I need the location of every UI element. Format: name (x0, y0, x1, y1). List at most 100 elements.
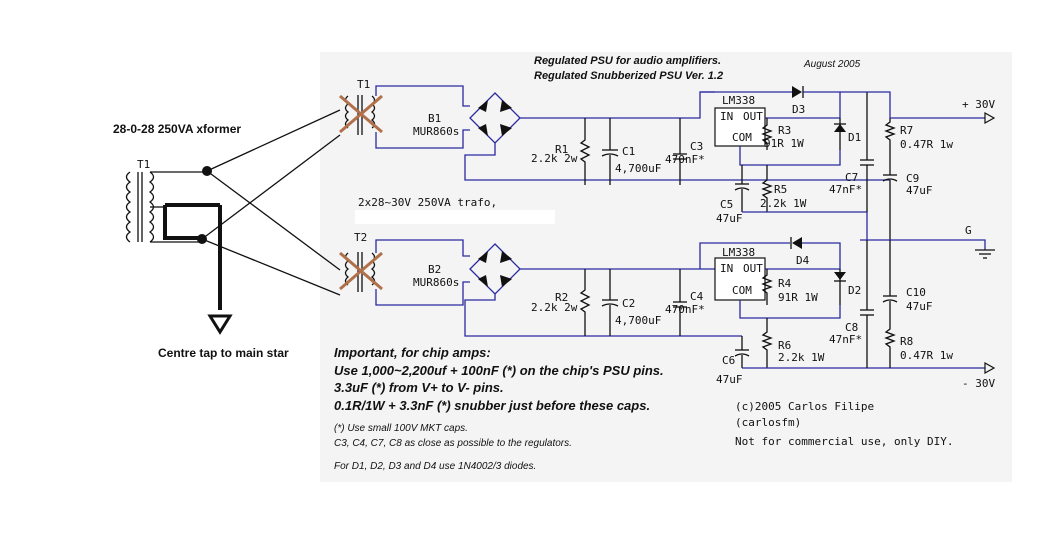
c4-value: 470nF* (665, 303, 705, 316)
d3-label: D3 (792, 103, 805, 116)
t2-label: T2 (354, 231, 367, 244)
lm338-top-in: IN (720, 110, 733, 123)
r7-value: 0.47R 1w (900, 138, 953, 151)
t1-sec-top-wire (375, 85, 470, 107)
license-note: Not for commercial use, only DIY. (735, 435, 954, 448)
left-transformer-symbol (125, 171, 205, 243)
top-out-wire (765, 91, 841, 119)
xformer-label: 28-0-28 250VA xformer (113, 122, 241, 136)
t1-left-label: T1 (137, 158, 150, 171)
r4-label: R4 (778, 277, 792, 290)
erased-text-strip (355, 210, 555, 224)
r6-value: 2.2k 1W (778, 351, 825, 364)
centre-tap-label: Centre tap to main star (158, 346, 289, 360)
lm338-top-out: OUT (743, 110, 763, 123)
r3-label: R3 (778, 124, 791, 137)
c1-label: C1 (622, 145, 635, 158)
c6-capacitor (734, 336, 750, 368)
c10-label: C10 (906, 286, 926, 299)
t2-sec-bot-wire (375, 281, 470, 306)
b2-label: B2 (428, 263, 441, 276)
r8-label: R8 (900, 335, 913, 348)
c10-capacitor (882, 240, 898, 325)
bottom-rail-return (464, 294, 742, 337)
author-handle: (carlosfm) (735, 416, 801, 429)
ground-wire (860, 239, 986, 250)
c2-capacitor (601, 269, 619, 336)
d4-diode (792, 237, 802, 249)
c5-value: 47uF (716, 212, 743, 225)
c6-label: C6 (722, 354, 735, 367)
lm338-bottom-out: OUT (743, 262, 763, 275)
bottom-adj-wire (739, 300, 841, 319)
c9-capacitor (882, 150, 898, 240)
plus-output-label: + 30V (962, 98, 995, 111)
diodes-note: For D1, D2, D3 and D4 use 1N4002/3 diode… (334, 461, 536, 472)
c1-value: 4,700uF (615, 162, 661, 175)
top-r7-wire (840, 91, 891, 118)
bottom-out-wire (765, 242, 841, 270)
r1-value: 2.2k 2w (531, 152, 578, 165)
top-adj-wire (739, 146, 841, 166)
r5-label: R5 (774, 183, 787, 196)
c1-capacitor (601, 118, 619, 185)
t2-transformer-symbol (339, 251, 383, 292)
d2-label: D2 (848, 284, 861, 297)
c8-label: C8 (845, 321, 858, 334)
important-title: Important, for chip amps: (334, 345, 491, 360)
d4-wire (699, 242, 790, 269)
r3-value: 91R 1W (764, 137, 804, 150)
r3-resistor (761, 118, 773, 150)
b1-part: MUR860s (413, 125, 459, 138)
c9-value: 47uF (906, 184, 933, 197)
c2-value: 4,700uF (615, 314, 661, 327)
ground-label: G (965, 224, 972, 237)
d4-label: D4 (796, 254, 810, 267)
r2-label: R2 (555, 291, 568, 304)
c5-capacitor (734, 165, 750, 212)
date: August 2005 (803, 59, 861, 70)
copyright: (c)2005 Carlos Filipe (735, 400, 874, 413)
minus-output-terminal[interactable] (984, 361, 996, 375)
lm338-bottom-regulator (714, 257, 766, 301)
r2-value: 2.2k 2w (531, 301, 578, 314)
c4-label: C4 (690, 290, 704, 303)
c8-capacitor (860, 240, 874, 368)
left-wiring (163, 109, 341, 335)
t1-label: T1 (357, 78, 370, 91)
c10-value: 47uF (906, 300, 933, 313)
plus-output-terminal[interactable] (984, 111, 996, 125)
b2-part: MUR860s (413, 276, 459, 289)
c9-label: C9 (906, 172, 919, 185)
r5-value: 2.2k 1W (760, 197, 807, 210)
r1-resistor (579, 118, 591, 185)
subtitle: Regulated Snubberized PSU Ver. 1.2 (534, 70, 723, 82)
c7-capacitor (860, 92, 874, 212)
c8-value: 47nF* (829, 333, 862, 346)
c7-value: 47nF* (829, 183, 862, 196)
trafo-note: 2x28~30V 250VA trafo, (358, 196, 497, 209)
r1-label: R1 (555, 143, 568, 156)
r4-value: 91R 1W (778, 291, 818, 304)
c6-value: 47uF (716, 373, 743, 386)
note-line-2: 3.3uF (*) from V+ to V- pins. (334, 380, 504, 395)
r4-resistor (761, 269, 773, 305)
c2-label: C2 (622, 297, 635, 310)
c5-label: C5 (720, 198, 733, 211)
c3-value: 470nF* (665, 153, 705, 166)
schematic-panel (320, 52, 1012, 482)
minus-output-label: - 30V (962, 377, 995, 390)
lm338-top-com: COM (732, 131, 752, 144)
c3-capacitor (673, 118, 687, 185)
r7-label: R7 (900, 124, 913, 137)
t2-sec-top-wire (375, 239, 470, 257)
ground-symbol (975, 249, 995, 259)
r6-resistor (761, 318, 773, 368)
note-line-3: 0.1R/1W + 3.3nF (*) snubber just before … (334, 398, 650, 413)
footnote-2: C3, C4, C7, C8 as close as possible to t… (334, 438, 572, 449)
r6-label: R6 (778, 339, 791, 352)
r5-resistor (761, 165, 773, 212)
r7-resistor (884, 118, 896, 150)
